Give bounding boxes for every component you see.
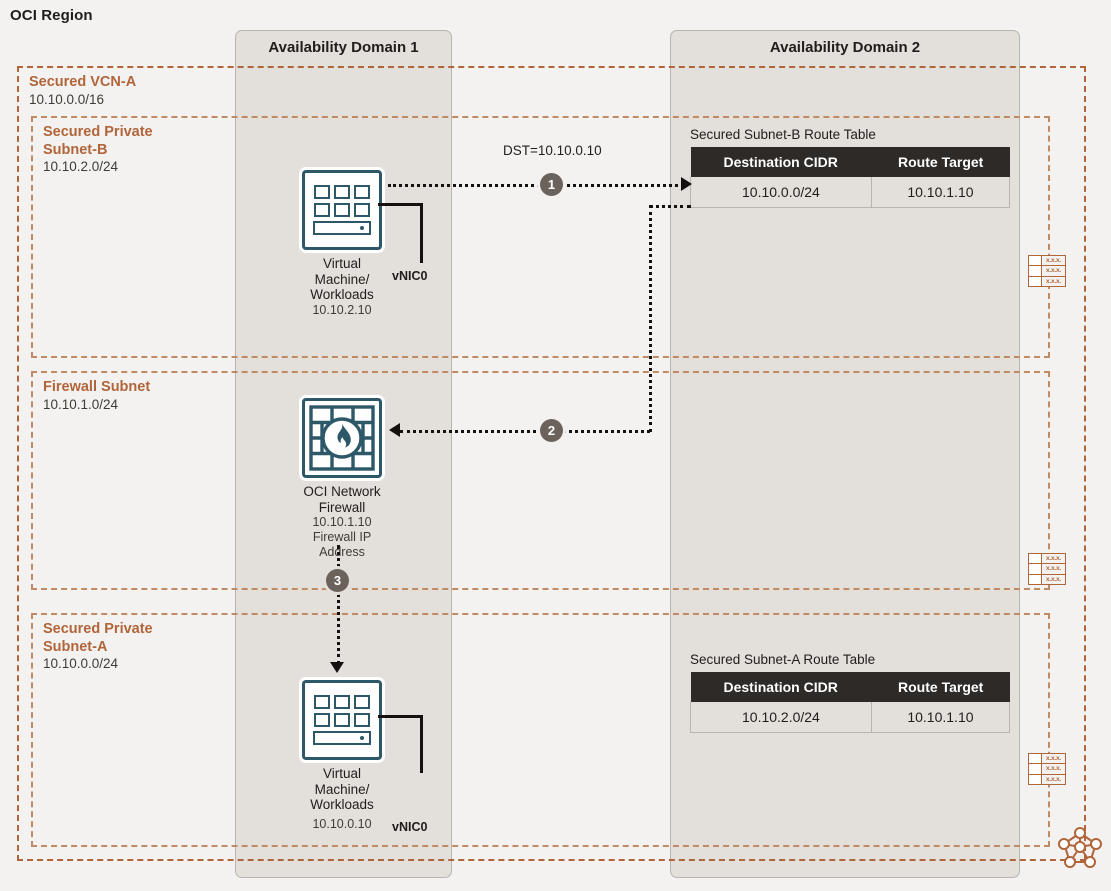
step-badge-1: 1 bbox=[540, 173, 563, 196]
rt-icon-cell: x.x.x. bbox=[1045, 765, 1062, 773]
vcn-boundary: Secured VCN-A 10.10.0.0/16 bbox=[17, 66, 1086, 861]
rt-icon-cell: x.x.x. bbox=[1045, 565, 1062, 573]
route-table-subnet-b: Secured Subnet-B Route Table Destination… bbox=[690, 127, 1011, 208]
vcn-cidr: 10.10.0.0/16 bbox=[29, 91, 105, 107]
table-row: 10.10.0.0/24 10.10.1.10 bbox=[690, 177, 1011, 208]
rt-icon-cell: x.x.x. bbox=[1045, 257, 1062, 265]
rt-icon-cell: x.x.x. bbox=[1045, 755, 1062, 763]
flow-1-arrowhead bbox=[681, 177, 692, 191]
node-virtual-machine-b-ip: 10.10.2.10 bbox=[312, 302, 372, 317]
subnet-a-label: Secured Private Subnet-A 10.10.0.0/24 bbox=[43, 621, 153, 673]
rt-icon-cell: x.x.x. bbox=[1045, 555, 1062, 563]
subnet-a-name: Secured Private Subnet-A bbox=[43, 621, 153, 655]
subnet-a-cidr: 10.10.0.0/24 bbox=[43, 656, 119, 672]
table-header-row: Destination CIDR Route Target bbox=[690, 147, 1010, 177]
node-virtual-machine-b[interactable]: Virtual Machine/ Workloads 10.10.2.10 bbox=[262, 170, 422, 318]
rt-icon-cell: x.x.x. bbox=[1045, 267, 1062, 275]
node-firewall-note: Firewall IP Address bbox=[312, 530, 372, 559]
table-row: 10.10.2.0/24 10.10.1.10 bbox=[690, 702, 1011, 733]
route-table-icon-subnet-b: x.x.x. x.x.x. x.x.x. bbox=[1028, 255, 1066, 287]
network-mesh-icon bbox=[1058, 824, 1102, 868]
node-firewall-caption: OCI Network Firewall bbox=[303, 484, 381, 515]
node-virtual-machine-a-caption: Virtual Machine/ Workloads bbox=[310, 766, 374, 813]
rt-icon-cell: x.x.x. bbox=[1045, 775, 1062, 783]
cell-route-target: 10.10.1.10 bbox=[870, 177, 1011, 208]
rt-icon-cell: x.x.x. bbox=[1045, 277, 1062, 285]
firewall-subnet-boundary: Firewall Subnet 10.10.1.0/24 bbox=[31, 371, 1050, 590]
rt-icon-cell: x.x.x. bbox=[1045, 575, 1062, 583]
flow-2-line-vertical bbox=[649, 205, 652, 432]
availability-domain-2-title: Availability Domain 2 bbox=[769, 39, 921, 56]
firewall-subnet-label: Firewall Subnet 10.10.1.0/24 bbox=[43, 379, 150, 413]
subnet-b-cidr: 10.10.2.0/24 bbox=[43, 159, 119, 175]
subnet-b-name: Secured Private Subnet-B bbox=[43, 124, 153, 158]
vnic0-connector-a: vNIC0 bbox=[378, 715, 438, 834]
cell-route-target: 10.10.1.10 bbox=[870, 702, 1011, 733]
vcn-label: Secured VCN-A 10.10.0.0/16 bbox=[29, 74, 136, 108]
vcn-name: Secured VCN-A bbox=[29, 74, 137, 90]
step-badge-2: 2 bbox=[540, 419, 563, 442]
dst-label: DST=10.10.0.10 bbox=[503, 143, 602, 158]
cell-destination-cidr: 10.10.2.0/24 bbox=[690, 702, 872, 733]
virtual-machine-icon bbox=[302, 170, 382, 250]
flow-2-line-top bbox=[649, 205, 691, 208]
vnic0-label-b: vNIC0 bbox=[392, 269, 428, 283]
vnic0-label-a: vNIC0 bbox=[392, 820, 428, 834]
vnic0-connector-b: vNIC0 bbox=[378, 203, 438, 283]
node-virtual-machine-a-ip: 10.10.0.10 bbox=[312, 816, 372, 831]
firewall-icon bbox=[302, 398, 382, 478]
route-table-subnet-b-title: Secured Subnet-B Route Table bbox=[690, 127, 876, 142]
route-table-subnet-a: Secured Subnet-A Route Table Destination… bbox=[690, 652, 1011, 733]
node-firewall-ip: 10.10.1.10 bbox=[312, 515, 372, 530]
route-table-icon-subnet-a: x.x.x. x.x.x. x.x.x. bbox=[1028, 753, 1066, 785]
route-table-subnet-a-title: Secured Subnet-A Route Table bbox=[690, 652, 876, 667]
node-virtual-machine-a[interactable]: Virtual Machine/ Workloads 10.10.0.10 bbox=[262, 680, 422, 832]
flow-1-line bbox=[388, 184, 684, 187]
firewall-subnet-cidr: 10.10.1.0/24 bbox=[43, 396, 119, 412]
firewall-brickwall-flame-svg bbox=[309, 405, 375, 471]
column-header-route-target: Route Target bbox=[871, 672, 1010, 702]
flow-3-line bbox=[337, 545, 340, 665]
route-table-subnet-b-grid: Destination CIDR Route Target 10.10.0.0/… bbox=[690, 147, 1011, 208]
flow-2-line-bottom bbox=[400, 430, 650, 433]
route-table-subnet-a-grid: Destination CIDR Route Target 10.10.2.0/… bbox=[690, 672, 1011, 733]
firewall-subnet-name: Firewall Subnet bbox=[43, 379, 151, 395]
table-header-row: Destination CIDR Route Target bbox=[690, 672, 1010, 702]
availability-domain-1-title: Availability Domain 1 bbox=[268, 39, 419, 56]
route-table-icon-firewall-subnet: x.x.x. x.x.x. x.x.x. bbox=[1028, 553, 1066, 585]
subnet-a-boundary: Secured Private Subnet-A 10.10.0.0/24 bbox=[31, 613, 1050, 847]
step-badge-3: 3 bbox=[326, 569, 349, 592]
column-header-destination-cidr: Destination CIDR bbox=[690, 147, 872, 177]
subnet-b-label: Secured Private Subnet-B 10.10.2.0/24 bbox=[43, 124, 153, 176]
region-title: OCI Region bbox=[10, 7, 93, 24]
cell-destination-cidr: 10.10.0.0/24 bbox=[690, 177, 872, 208]
subnet-b-boundary: Secured Private Subnet-B 10.10.2.0/24 bbox=[31, 116, 1050, 358]
column-header-route-target: Route Target bbox=[871, 147, 1010, 177]
flow-2-arrowhead bbox=[389, 423, 400, 437]
column-header-destination-cidr: Destination CIDR bbox=[690, 672, 872, 702]
node-virtual-machine-b-caption: Virtual Machine/ Workloads bbox=[310, 256, 374, 303]
virtual-machine-icon bbox=[302, 680, 382, 760]
node-oci-network-firewall[interactable]: OCI Network Firewall 10.10.1.10 Firewall… bbox=[262, 398, 422, 560]
flow-3-arrowhead bbox=[330, 662, 344, 673]
